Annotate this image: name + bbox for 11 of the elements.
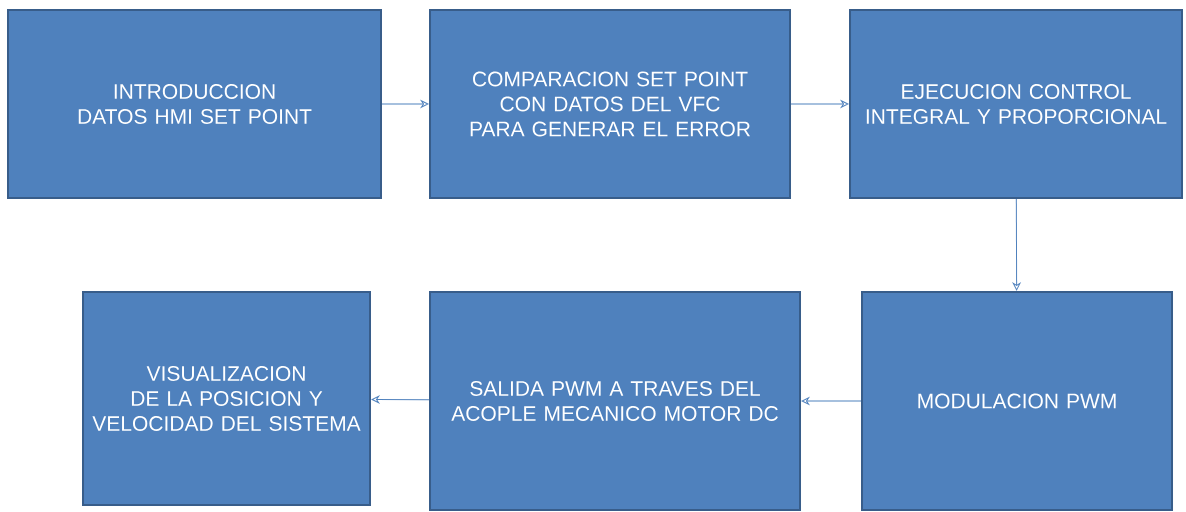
process-box: SALIDA PWM A TRAVES DEL ACOPLE MECANICO MOTOR DC [429, 291, 801, 511]
process-box: EJECUCION CONTROL INTEGRAL Y PROPORCIONAL [849, 9, 1183, 199]
arrow [381, 100, 429, 108]
arrow [790, 100, 849, 108]
process-box: VISUALIZACION DE LA POSICION Y VELOCIDAD DEL SISTEMA [82, 291, 371, 506]
arrow [801, 397, 862, 405]
process-box: INTRODUCCION DATOS HMI SET POINT [7, 9, 382, 199]
process-box: COMPARACION SET POINT CON DATOS DEL VFC PARA GENERAR EL ERROR [429, 9, 791, 199]
arrow [371, 395, 430, 404]
process-box: MODULACION PWM [861, 291, 1173, 511]
arrow [1012, 198, 1021, 291]
